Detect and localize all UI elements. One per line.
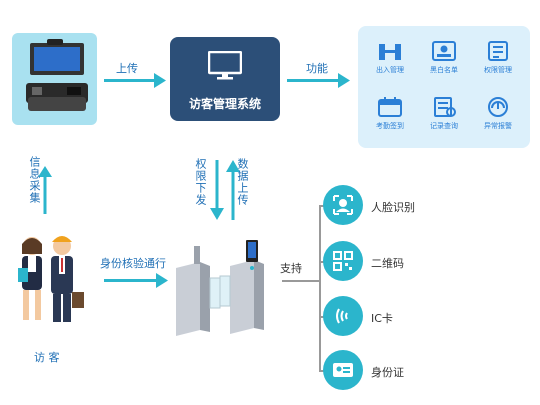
function-label: 功能 [306,62,328,75]
function-item: 黑白名单 [418,40,470,75]
face-recognition-label: 人脸识别 [371,201,415,214]
face-recognition-circle [323,185,363,225]
list-icon [432,41,456,61]
identity-check-arrow-head [156,273,168,288]
idcard-label: 身份证 [371,366,404,379]
visitor-label: 访 客 [34,351,60,364]
visitor-system-box: 访客管理系统 [170,37,280,121]
upload-arrow-head [154,73,166,88]
upload-label: 上传 [116,62,138,75]
record-icon [434,97,456,117]
ic-card-circle [323,296,363,336]
data-upload-arrow [226,160,240,220]
function-item: 考勤签到 [364,96,416,131]
support-label: 支持 [280,262,302,275]
idcard-icon [333,363,353,377]
function-item: 权限管理 [472,40,524,75]
function-item: 记录查询 [418,96,470,131]
permission-arrow [210,160,224,220]
card-icon [336,308,348,324]
support-connector [282,280,320,282]
function-item: 出入管理 [364,40,416,75]
idcard-circle [323,350,363,390]
face-icon [333,195,353,215]
qrcode-circle [323,241,363,281]
turnstile-gate-icon [176,240,264,336]
upload-arrow [104,79,158,82]
data-upload-label: 数据上传 [236,158,249,206]
identity-check-arrow [104,279,160,282]
alarm-icon [488,97,508,117]
functions-panel: 出入管理 黑白名单 权限管理 考勤签到 记录查询 异常报警 [358,26,530,148]
support-connector-vertical [319,205,321,371]
visitors-illustration [18,236,84,322]
visitor-terminal-icon [26,39,88,111]
info-collect-arrow [38,166,52,214]
permission-label: 权限下发 [194,158,207,206]
qrcode-label: 二维码 [371,257,404,270]
function-arrow-head [338,73,350,88]
function-item: 异常报警 [472,96,524,131]
attendance-icon [378,97,402,117]
ic-card-label: IC卡 [371,312,393,325]
permission-icon [488,41,508,61]
entry-icon [379,44,401,60]
visitor-terminal-panel [12,33,97,125]
system-title: 访客管理系统 [188,97,261,111]
identity-check-label: 身份核验通行 [100,257,166,270]
qrcode-icon [333,251,353,271]
function-arrow [287,79,342,82]
info-collect-label: 信息采集 [28,156,41,204]
monitor-icon [208,51,242,80]
